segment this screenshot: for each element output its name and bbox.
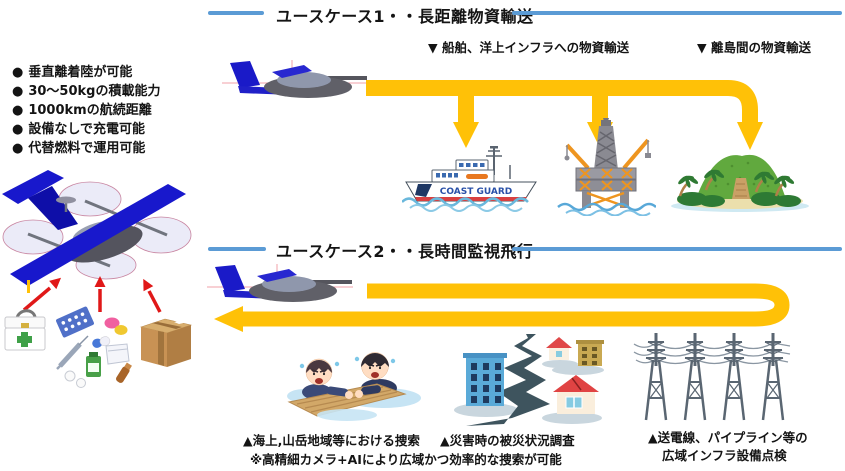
feature-item: ●30〜50kgの積載能力 — [12, 84, 161, 99]
drone-side-view-icon — [221, 59, 369, 99]
power-lines-illustration — [633, 331, 791, 422]
label-infra-inspection-line1: ▲送電線、パイプライン等の — [648, 430, 808, 445]
label-ship-infra-transport: ▼ 船舶、洋上インフラへの物資輸送 — [428, 40, 630, 55]
usecase1-title: ユースケース1・・長距離物資輸送 — [276, 7, 534, 26]
vtol-drone-and-cargo-illustration — [2, 170, 193, 388]
vtol-drone-icon — [2, 170, 192, 293]
route-arrow-usecase2 — [214, 283, 790, 332]
feature-item: ●代替燃料で運用可能 — [12, 141, 146, 156]
sea-rescue-illustration — [287, 352, 421, 421]
bullet-icon: ● — [12, 122, 24, 137]
usecase2-title: ユースケース2・・長時間監視飛行 — [276, 242, 534, 261]
feature-list: ●垂直離着陸が可能 ●30〜50kgの積載能力 ●1000kmの航続距離 ●設備… — [12, 63, 160, 158]
first-aid-kit-icon — [4, 309, 46, 351]
bullet-icon: ● — [12, 65, 24, 80]
label-search-note: ※高精細カメラ+AIにより広域かつ効率的な捜索が可能 — [250, 452, 562, 467]
feature-item: ●設備なしで充電可能 — [12, 122, 145, 137]
feature-item: ●垂直離着陸が可能 — [12, 65, 133, 80]
label-island-transport: ▼ 離島間の物資輸送 — [697, 40, 811, 55]
label-disaster-survey: ▲災害時の被災状況調査 — [440, 433, 575, 448]
feature-item: ●1000kmの航続距離 — [12, 103, 152, 118]
earthquake-damage-illustration — [454, 334, 604, 426]
medicine-icons — [56, 306, 132, 388]
label-sea-mountain-search: ▲海上,山岳地域等における捜索 — [243, 433, 420, 448]
bullet-icon: ● — [12, 103, 24, 118]
label-infra-inspection-line2: 広域インフラ設備点検 — [662, 448, 787, 463]
divider-line-left-1 — [208, 11, 264, 15]
delivery-arrows — [22, 276, 162, 313]
island-illustration — [671, 154, 809, 212]
divider-line-left-2 — [208, 247, 266, 251]
ship-name-text: COAST GUARD — [440, 187, 513, 197]
bullet-icon: ● — [12, 141, 24, 156]
divider-line-right-1 — [512, 11, 842, 15]
coast-guard-ship-illustration: COAST GUARD — [402, 146, 537, 212]
divider-line-right-2 — [512, 247, 842, 251]
oil-rig-illustration — [557, 118, 656, 216]
bullet-icon: ● — [12, 84, 24, 99]
cargo-box-icon — [139, 318, 193, 367]
